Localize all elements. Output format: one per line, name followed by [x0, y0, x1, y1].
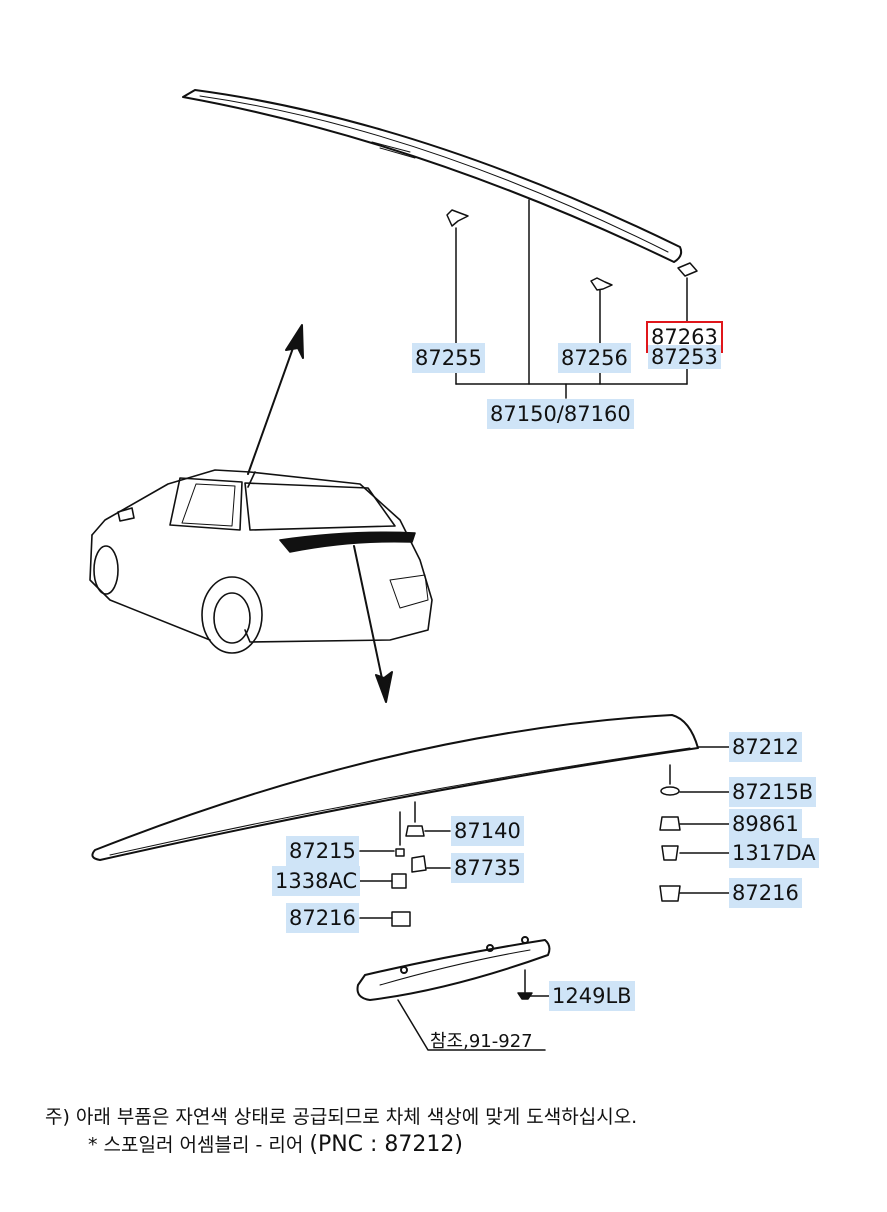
- note-line-1: 주) 아래 부품은 자연색 상태로 공급되므로 차체 색상에 맞게 도색하십시오…: [45, 1102, 637, 1129]
- part-label-89861[interactable]: 89861: [729, 809, 802, 839]
- part-label-87215B[interactable]: 87215B: [729, 777, 817, 807]
- part-label-87256[interactable]: 87256: [558, 343, 631, 373]
- part-label-87253[interactable]: 87253: [648, 345, 721, 369]
- part-label-87255[interactable]: 87255: [412, 343, 485, 373]
- clip-87256-icon: [590, 277, 613, 291]
- arrow-up: [247, 324, 304, 475]
- fasteners-right: [659, 764, 681, 902]
- part-label-1249LB[interactable]: 1249LB: [549, 981, 635, 1011]
- fasteners-left: [391, 801, 427, 927]
- part-label-1338AC[interactable]: 1338AC: [272, 866, 361, 896]
- part-label-1317DA[interactable]: 1317DA: [729, 838, 819, 868]
- screw-1249LB: [517, 969, 533, 1000]
- roof-molding: [182, 89, 683, 263]
- note-text-1: 주) 아래 부품은 자연색 상태로 공급되므로 차체 색상에 맞게 도색하십시오…: [45, 1106, 638, 1128]
- note-line-2: * 스포일러 어셈블리 - 리어 (PNC : 87212): [88, 1130, 463, 1157]
- note-pnc: (PNC : 87212): [309, 1132, 463, 1157]
- tape-87263-icon: [677, 262, 698, 277]
- arrow-down: [353, 545, 393, 703]
- part-label-87150-87160[interactable]: 87150/87160: [487, 399, 634, 429]
- note-text-2: * 스포일러 어셈블리 - 리어: [88, 1134, 310, 1156]
- part-label-87140[interactable]: 87140: [451, 816, 524, 846]
- part-label-87216-left[interactable]: 87216: [286, 903, 359, 933]
- reference-label: 참조,91-927: [430, 1031, 533, 1052]
- clip-87255-icon: [446, 209, 469, 227]
- part-label-87216-right[interactable]: 87216: [729, 878, 802, 908]
- high-mount-lamp: [356, 936, 551, 1001]
- car-illustration: [89, 469, 433, 654]
- part-label-87215[interactable]: 87215: [286, 836, 359, 866]
- part-label-87735[interactable]: 87735: [451, 853, 524, 883]
- part-label-87212[interactable]: 87212: [729, 732, 802, 762]
- lower-leaders: [359, 746, 733, 1051]
- rear-spoiler: [91, 714, 699, 861]
